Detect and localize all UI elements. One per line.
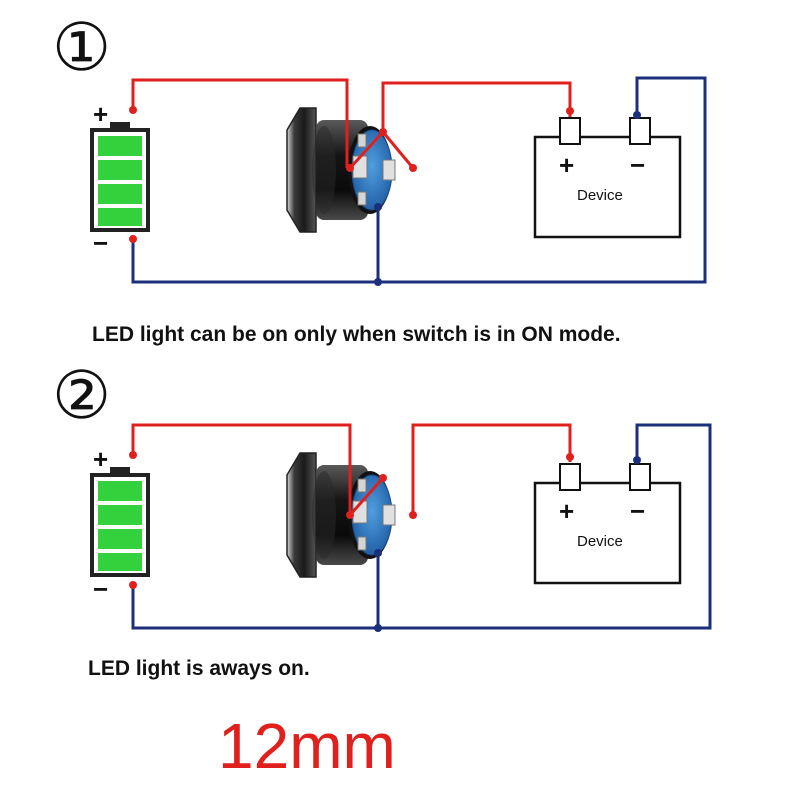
device-minus-terminal [629, 117, 651, 145]
negative-wires [129, 76, 707, 286]
diagram-number: ① [52, 9, 111, 86]
device-label: Device [577, 187, 623, 204]
device-minus-sign: − [630, 150, 645, 180]
diagram-number: ② [52, 357, 111, 434]
diagram-2: ② + − + − Device [52, 357, 712, 680]
battery-plus-sign: + [93, 444, 108, 474]
device-plus-terminal [559, 463, 581, 491]
size-label: 12mm [218, 710, 396, 782]
device-label: Device [577, 533, 623, 550]
battery-plus-sign: + [93, 99, 108, 129]
device-plus-sign: + [559, 150, 574, 180]
device: + − Device [533, 117, 682, 239]
device-box [533, 481, 682, 585]
battery [90, 465, 150, 577]
battery-minus-sign: − [93, 228, 108, 258]
device-plus-sign: + [559, 496, 574, 526]
device-minus-sign: − [630, 496, 645, 526]
positive-wires [129, 78, 574, 172]
diagram-1: ① + − + − Device [52, 9, 707, 346]
device-minus-terminal [629, 463, 651, 491]
device-box [533, 135, 682, 239]
battery [90, 120, 150, 232]
diagram-caption: LED light is aways on. [88, 657, 310, 680]
diagram-caption: LED light can be on only when switch is … [92, 323, 621, 346]
negative-wires [129, 423, 712, 632]
device-plus-terminal [559, 117, 581, 145]
positive-wires [129, 423, 574, 519]
battery-minus-sign: − [93, 574, 108, 604]
device: + − Device [533, 463, 682, 585]
